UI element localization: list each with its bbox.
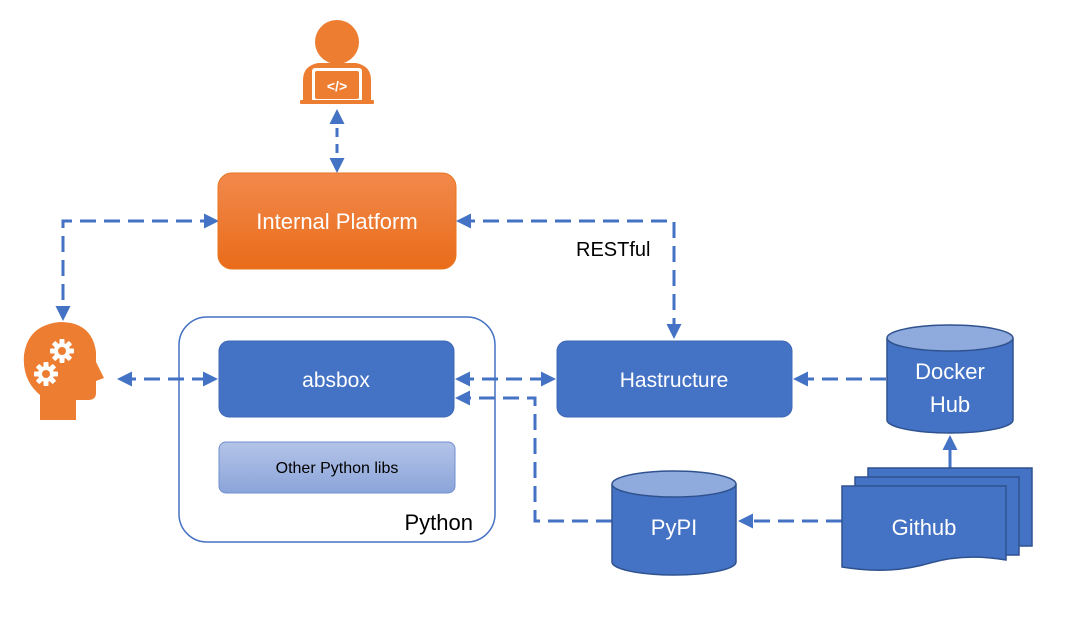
- edge-label-restful: RESTful: [576, 239, 650, 261]
- other-python-libs-label: Other Python libs: [276, 460, 399, 477]
- hastructure-label: Hastructure: [620, 369, 729, 392]
- head-gears-icon: [23, 322, 104, 420]
- developer-laptop-icon: </>: [300, 20, 374, 104]
- pypi-node[interactable]: PyPI: [611, 470, 737, 576]
- github-node[interactable]: Github: [841, 467, 1033, 571]
- absbox-label: absbox: [302, 369, 370, 392]
- other-python-libs-node[interactable]: Other Python libs: [218, 441, 456, 494]
- edge-platform-hastructure: [456, 213, 682, 339]
- edge-platform-analyst: [55, 213, 219, 321]
- python-group: Python: [178, 316, 496, 543]
- docker-hub-node[interactable]: Docker Hub: [886, 324, 1014, 434]
- internal-platform-label: Internal Platform: [256, 209, 417, 234]
- edge-pypi-absbox: [455, 390, 612, 523]
- pypi-label: PyPI: [651, 515, 697, 540]
- github-label: Github: [892, 515, 957, 540]
- absbox-node[interactable]: absbox: [218, 340, 455, 418]
- edges: [55, 109, 958, 529]
- docker-hub-label-line2: Hub: [930, 392, 970, 417]
- docker-hub-label-line1: Docker: [915, 359, 985, 384]
- hastructure-node[interactable]: Hastructure: [556, 340, 793, 418]
- svg-text:</>: </>: [327, 78, 347, 94]
- python-group-label: Python: [405, 510, 474, 535]
- internal-platform-node[interactable]: Internal Platform: [217, 172, 457, 270]
